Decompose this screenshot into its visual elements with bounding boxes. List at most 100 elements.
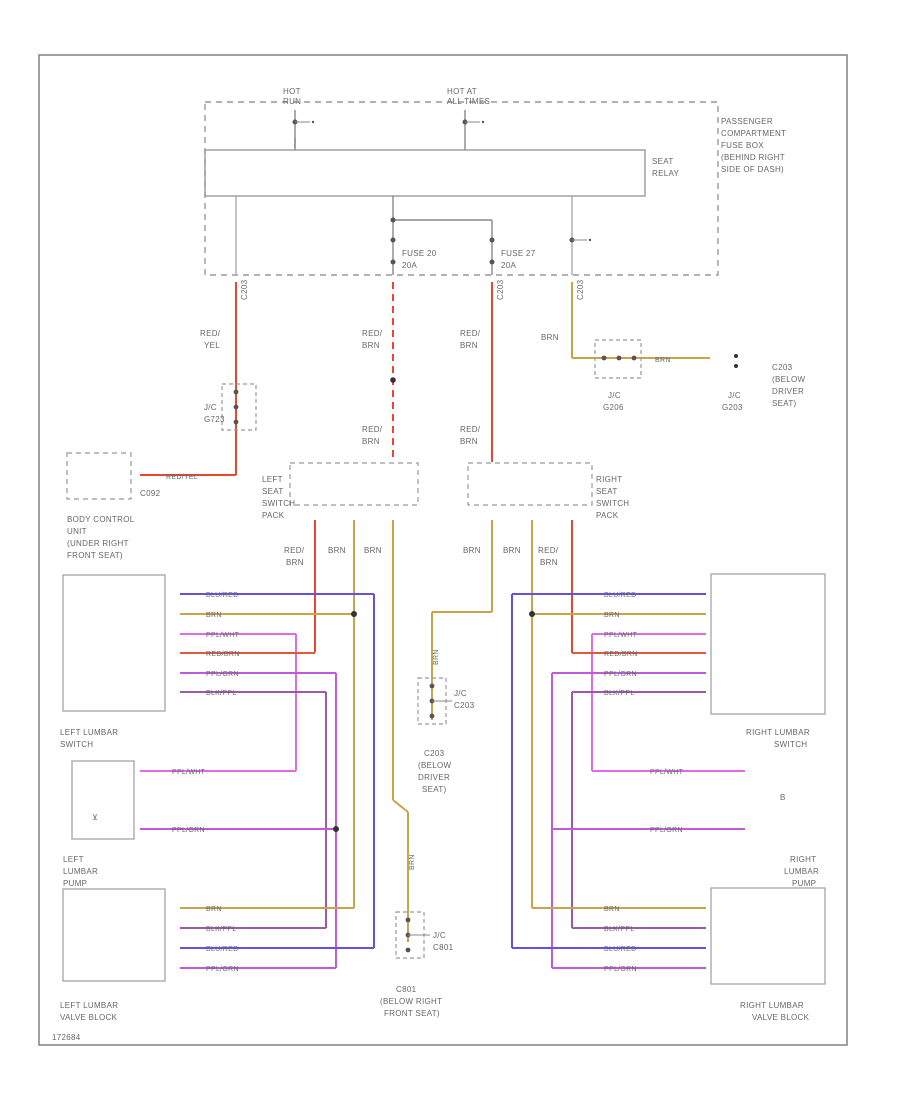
- left-pack-label-3: SWITCH: [262, 499, 295, 508]
- connector-c203-mid: C203: [496, 279, 505, 300]
- right-switch-label-1: RIGHT LUMBAR: [746, 728, 810, 737]
- left-switch-wire-3: PPL/WHT: [206, 632, 240, 639]
- right-pump-wire-2: PPL/GRN: [650, 827, 683, 834]
- diagram-frame: [38, 54, 848, 1046]
- right-switch-wire-4: RED/BRN: [604, 651, 638, 658]
- right-switch-wire-3: PPL/WHT: [604, 632, 638, 639]
- seat-relay-box: [204, 149, 646, 197]
- footer-code: 172684: [52, 1033, 81, 1042]
- splice-g206-label-1: J/C: [608, 391, 621, 400]
- seat-relay-label-1: SEAT: [652, 157, 674, 166]
- left-pack-wire2-label: BRN: [328, 546, 346, 555]
- left-switch-wire-6: BLK/PPL: [206, 690, 237, 697]
- left-valve-wire-1: BRN: [206, 906, 222, 913]
- left-pack-label-2: SEAT: [262, 487, 284, 496]
- left-valve-wire-3: BLU/RED: [206, 946, 238, 953]
- splice-g203-label-1: J/C: [728, 391, 741, 400]
- wire-label-red-brn-d-2: BRN: [460, 437, 478, 446]
- feed-wires: RED/ YEL RED/YEL J/C G723 C203 RED/ BRN …: [140, 279, 805, 481]
- right-pump-wire-1: PPL/WHT: [650, 769, 684, 776]
- right-pack-wire1-label: BRN: [463, 546, 481, 555]
- fuse-27-rating: 20A: [501, 261, 516, 270]
- wire-label-brn-low: BRN: [409, 854, 416, 870]
- right-lumbar-switch-box: [710, 573, 826, 715]
- splice-c801-label-2: C801: [433, 943, 454, 952]
- left-switch-label-1: LEFT LUMBAR: [60, 728, 118, 737]
- left-wiring: ⊻ LEFT LUMBAR SWITCH LEFT LUMBAR PUMP LE…: [60, 520, 454, 1022]
- right-switch-wire-6: BLK/PPL: [604, 690, 635, 697]
- right-valve-label-2: VALVE BLOCK: [752, 1013, 810, 1022]
- c203-note-4: SEAT): [772, 399, 797, 408]
- wire-label-red-brn-d-1: RED/: [460, 425, 481, 434]
- left-valve-block-box: [62, 888, 166, 982]
- wire-label-red-brn-c-1: RED/: [460, 329, 481, 338]
- right-pack-wire3-label-1: RED/: [538, 546, 559, 555]
- left-pack-label-4: PACK: [262, 511, 285, 520]
- body-control-unit: C092 BODY CONTROL UNIT (UNDER RIGHT FRON…: [66, 452, 160, 560]
- wire-label-red-brn-a-2: BRN: [362, 341, 380, 350]
- bcu-label-3: (UNDER RIGHT: [67, 539, 129, 548]
- bcu-label-4: FRONT SEAT): [67, 551, 123, 560]
- splice-c203-label-2: C203: [454, 701, 475, 710]
- bcu-label-2: UNIT: [67, 527, 87, 536]
- left-lumbar-pump-box: [71, 760, 135, 840]
- c203-mid-note-1: C203: [424, 749, 445, 758]
- right-pump-label-3: PUMP: [792, 879, 816, 888]
- right-pack-wire2-label: BRN: [503, 546, 521, 555]
- connector-c203-right: C203: [576, 279, 585, 300]
- right-valve-wire-3: BLU/RED: [604, 946, 636, 953]
- right-valve-label-1: RIGHT LUMBAR: [740, 1001, 804, 1010]
- left-pack-label-1: LEFT: [262, 475, 283, 484]
- c801-label-3: FRONT SEAT): [384, 1009, 440, 1018]
- hot-run-label-2: RUN: [283, 97, 301, 106]
- left-pump-wire-1: PPL/WHT: [172, 769, 206, 776]
- right-pump-label-1: RIGHT: [790, 855, 816, 864]
- left-pump-label-1: LEFT: [63, 855, 84, 864]
- right-pack-label-4: PACK: [596, 511, 619, 520]
- fuse-box-label-5: SIDE OF DASH): [721, 165, 784, 174]
- splice-c801-label-1: J/C: [433, 931, 446, 940]
- fuse-box-label-3: FUSE BOX: [721, 141, 764, 150]
- left-pump-label-2: LUMBAR: [63, 867, 98, 876]
- c203-note-3: DRIVER: [772, 387, 804, 396]
- connector-c203-left: C203: [240, 279, 249, 300]
- fuse-20-rating: 20A: [402, 261, 417, 270]
- right-valve-block-box: [710, 887, 826, 985]
- left-switch-wire-1: BLU/RED: [206, 592, 238, 599]
- seat-relay-label-2: RELAY: [652, 169, 680, 178]
- fuse-box-label-4: (BEHIND RIGHT: [721, 153, 785, 162]
- wire-label-red-brn-b-2: BRN: [362, 437, 380, 446]
- right-pack-label-1: RIGHT: [596, 475, 622, 484]
- wire-label-brn-top: BRN: [541, 333, 559, 342]
- wire-label-brn-right: BRN: [655, 357, 671, 364]
- wire-label-brn-mid: BRN: [433, 649, 440, 665]
- right-wiring: B RIGHT LUMBAR SWITCH RIGHT LUMBAR PUMP …: [511, 520, 826, 1022]
- right-pack-label-3: SWITCH: [596, 499, 629, 508]
- wire-label-red-brn-c-2: BRN: [460, 341, 478, 350]
- right-switch-wire-1: BLU/RED: [604, 592, 636, 599]
- splice-g723-label-2: G723: [204, 415, 225, 424]
- right-valve-wire-4: PPL/GRN: [604, 966, 637, 973]
- splice-g723-label-1: J/C: [204, 403, 217, 412]
- left-switch-label-2: SWITCH: [60, 740, 93, 749]
- left-pack-wire1-label-2: BRN: [286, 558, 304, 567]
- hot-run-label-1: HOT: [283, 87, 301, 96]
- left-switch-wire-4: RED/BRN: [206, 651, 240, 658]
- wire-label-red-brn-a-1: RED/: [362, 329, 383, 338]
- wire-label-red-yel-1: RED/: [200, 329, 221, 338]
- left-switch-wire-5: PPL/GRN: [206, 671, 239, 678]
- right-valve-wire-1: BRN: [604, 906, 620, 913]
- wire-label-red-brn-b-1: RED/: [362, 425, 383, 434]
- right-switch-wire-2: BRN: [604, 612, 620, 619]
- hot-all-label-2: ALL TIMES: [447, 97, 490, 106]
- left-valve-label-1: LEFT LUMBAR: [60, 1001, 118, 1010]
- left-pump-label-3: PUMP: [63, 879, 87, 888]
- fuse-box: PASSENGER COMPARTMENT FUSE BOX (BEHIND R…: [204, 87, 786, 276]
- right-switch-label-2: SWITCH: [774, 740, 807, 749]
- right-pack-label-2: SEAT: [596, 487, 618, 496]
- splice-g203-label-2: G203: [722, 403, 743, 412]
- c203-mid-note-4: SEAT): [422, 785, 447, 794]
- wire-label-red-yel-horizontal: RED/YEL: [166, 474, 198, 481]
- left-pump-motor-icon: ⊻: [92, 813, 98, 822]
